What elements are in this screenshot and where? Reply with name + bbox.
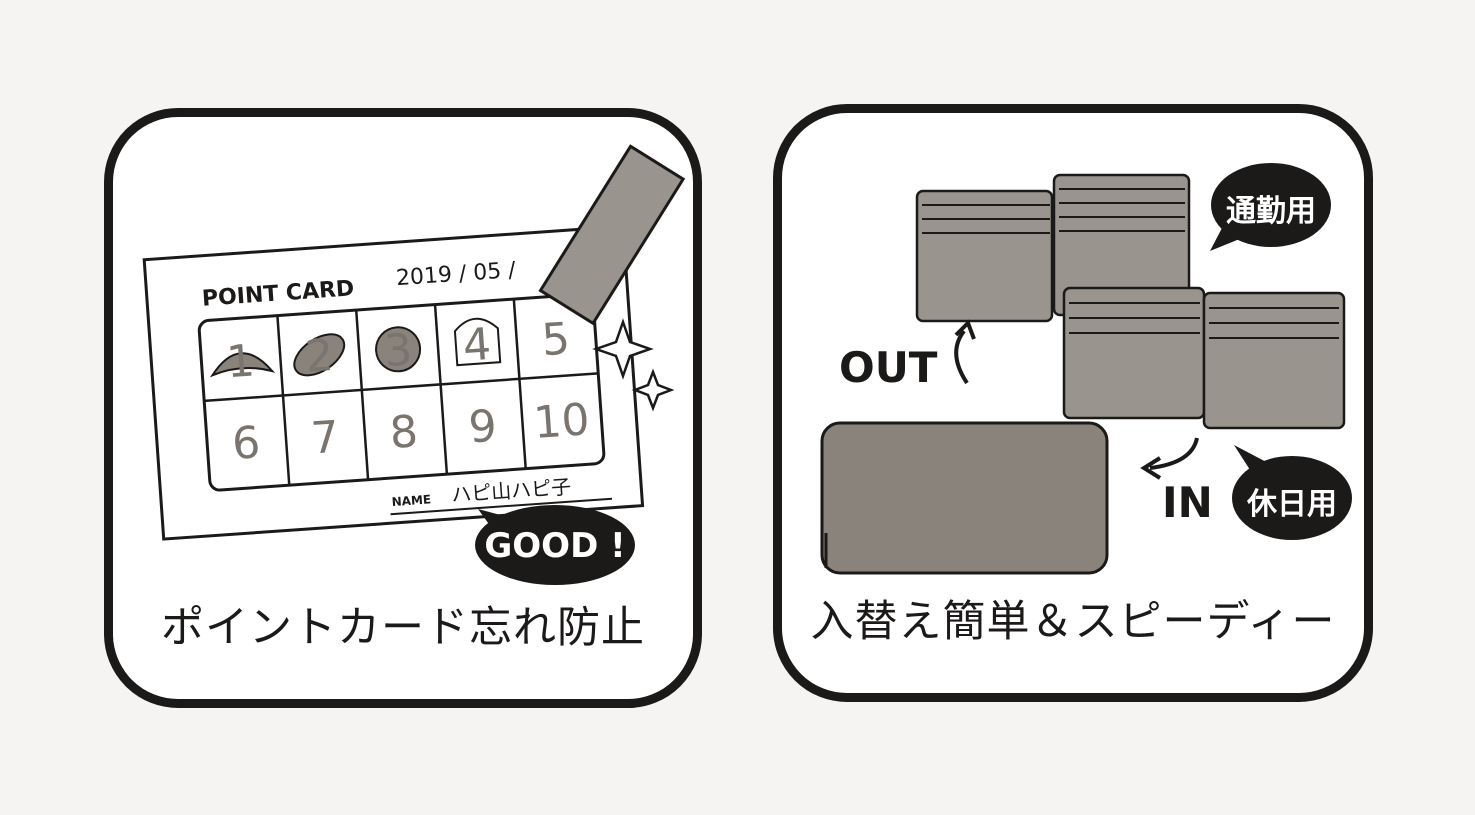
point-card-illustration: 1 2 3 4 5 6 7 8 9 10 POINT CARD 2019 / 0… — [142, 144, 686, 585]
stamp-grid — [197, 292, 606, 492]
commute-bubble — [1211, 163, 1331, 247]
card-case-swap-panel: OUT IN 通勤用 休日用 入替え簡単＆スピーディー — [773, 104, 1373, 702]
bread-stamp-icon — [293, 333, 346, 377]
stamp-number: 2 — [304, 330, 335, 383]
stamp-number: 3 — [382, 324, 413, 377]
stamp-number: 9 — [467, 401, 498, 454]
sparkle-icon — [631, 368, 675, 412]
out-label: OUT — [839, 343, 938, 392]
round-stamp-icon — [375, 326, 422, 373]
stamp-number: 4 — [461, 319, 492, 372]
good-bubble-text: GOOD ! — [484, 526, 626, 566]
holiday-bubble-text: 休日用 — [1247, 487, 1337, 522]
card-case-illustration — [820, 163, 1352, 575]
right-caption: 入替え簡単＆スピーディー — [810, 597, 1336, 647]
stamp-number: 10 — [532, 394, 591, 449]
point-card-panel: 1 2 3 4 5 6 7 8 9 10 POINT CARD 2019 / 0… — [104, 108, 702, 708]
arch-stamp-icon — [453, 317, 502, 367]
stamp-number: 8 — [388, 406, 419, 459]
stamp-number: 7 — [309, 412, 340, 465]
left-caption: ポイントカード忘れ防止 — [161, 603, 645, 653]
holiday-bubble — [1232, 456, 1352, 540]
in-arrow-icon — [1149, 437, 1199, 470]
croissant-stamp-icon — [209, 352, 276, 378]
card-name-label: NAME — [391, 492, 431, 509]
sparkle-icon — [592, 318, 654, 380]
card-case-holiday — [1062, 286, 1346, 430]
stamp-number: 5 — [540, 313, 571, 366]
good-bubble — [475, 505, 635, 585]
card-case-commute — [915, 173, 1191, 323]
stamp-number: 6 — [231, 417, 262, 470]
commute-bubble-text: 通勤用 — [1226, 194, 1316, 229]
stamp-number: 1 — [225, 335, 256, 388]
wallet-icon — [820, 421, 1109, 575]
tape-icon — [538, 144, 686, 326]
out-arrow-icon — [954, 329, 969, 385]
in-label: IN — [1162, 478, 1213, 527]
